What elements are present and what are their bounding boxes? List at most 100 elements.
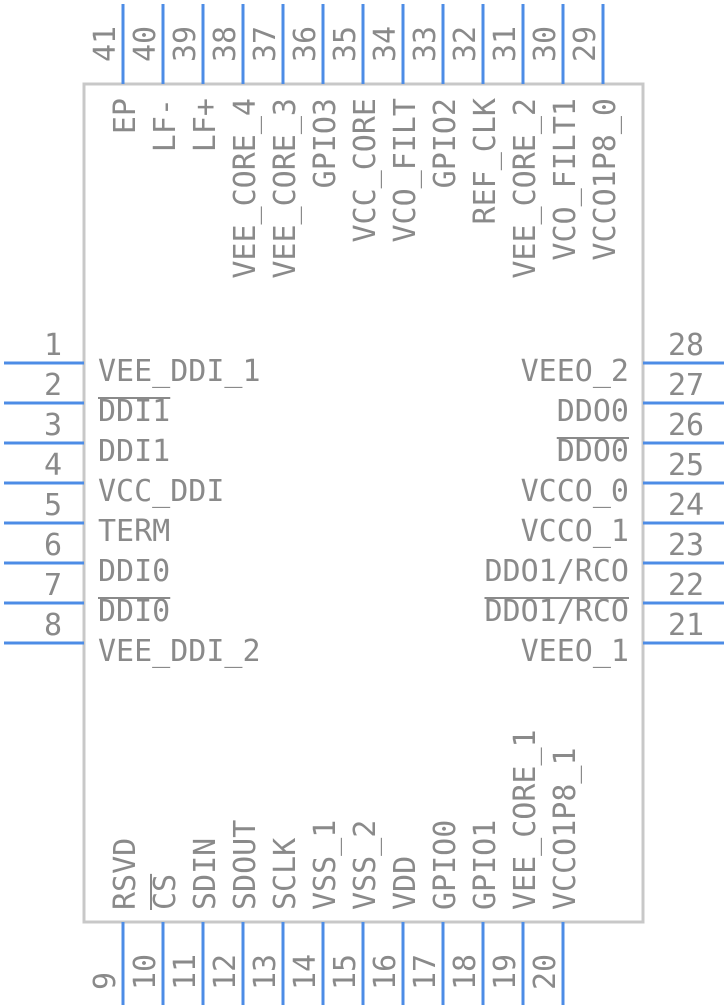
pin-number: 22	[668, 568, 704, 603]
pin-number: 38	[208, 26, 243, 62]
pin-name: VSS_1	[308, 820, 343, 910]
pin-name: DDI0	[98, 594, 170, 629]
pin-name: DDO0	[557, 434, 629, 469]
pin-name: REF_CLK	[468, 98, 503, 224]
pin-name: VEEO_1	[521, 634, 629, 669]
pin-number: 9	[88, 972, 123, 990]
pin-number: 31	[488, 26, 523, 62]
pin-name: DDO0	[557, 394, 629, 429]
bottom-pin-group: 9RSVD10CS11SDIN12SDOUT13SCLK14VSS_115VSS…	[88, 729, 583, 1005]
pin-name: VDD	[388, 856, 423, 910]
pin-name: VEE_CORE_3	[268, 98, 303, 279]
pin-number: 27	[668, 368, 704, 403]
pin-number: 2	[44, 368, 62, 403]
pin-number: 7	[44, 568, 62, 603]
pin-number: 34	[368, 26, 403, 62]
pin-9: 9 RSVD	[88, 838, 143, 1005]
pin-name: DDO1/RCO	[485, 554, 630, 589]
pin-name: VEE_CORE_4	[228, 98, 263, 279]
pin-number: 35	[328, 26, 363, 62]
top-pin-group: 41EP40LF-39LF+38VEE_CORE_437VEE_CORE_336…	[88, 4, 623, 279]
pin-16: 16 VDD	[368, 856, 423, 1005]
pin-number: 20	[528, 954, 563, 990]
pin-number: 21	[668, 608, 704, 643]
pin-name: VSS_2	[348, 820, 383, 910]
pin-name: SCLK	[268, 838, 303, 910]
pin-name: TERM	[98, 514, 170, 549]
pin-number: 14	[288, 954, 323, 990]
pin-name: EP	[108, 98, 143, 134]
pin-name: GPIO2	[428, 98, 463, 188]
pin-name: VCCO1P8_1	[548, 747, 583, 910]
pin-number: 5	[44, 488, 62, 523]
pin-number: 28	[668, 328, 704, 363]
pin-name: DDI0	[98, 554, 170, 589]
pin-number: 26	[668, 408, 704, 443]
pin-name: DDI1	[98, 434, 170, 469]
pin-name: SDIN	[188, 838, 223, 910]
pin-name: SDOUT	[228, 820, 263, 910]
pin-number: 25	[668, 448, 704, 483]
pin-11: 11 SDIN	[168, 838, 223, 1005]
pin-number: 10	[128, 954, 163, 990]
pin-name: VCCO_0	[521, 474, 629, 509]
pin-name: VCCO1P8_0	[588, 98, 623, 261]
pin-name: GPIO3	[308, 98, 343, 188]
pin-number: 33	[408, 26, 443, 62]
pin-number: 16	[368, 954, 403, 990]
pin-name: VEE_CORE_2	[508, 98, 543, 279]
pin-name: VEE_DDI_2	[98, 634, 261, 669]
pin-number: 18	[448, 954, 483, 990]
pin-name: LF-	[148, 98, 183, 152]
pin-number: 8	[44, 608, 62, 643]
pin-number: 36	[288, 26, 323, 62]
pin-number: 17	[408, 954, 443, 990]
pin-number: 15	[328, 954, 363, 990]
pin-number: 4	[44, 448, 62, 483]
pin-number: 30	[528, 26, 563, 62]
pin-number: 24	[668, 488, 704, 523]
pin-number: 12	[208, 954, 243, 990]
pin-name: VCC_CORE	[348, 98, 383, 243]
pin-number: 6	[44, 528, 62, 563]
pin-number: 11	[168, 954, 203, 990]
pin-name: LF+	[188, 98, 223, 152]
pin-number: 3	[44, 408, 62, 443]
pin-name: RSVD	[108, 838, 143, 910]
pin-20: 20 VCCO1P8_1	[528, 747, 583, 1005]
pin-number: 39	[168, 26, 203, 62]
pin-number: 37	[248, 26, 283, 62]
